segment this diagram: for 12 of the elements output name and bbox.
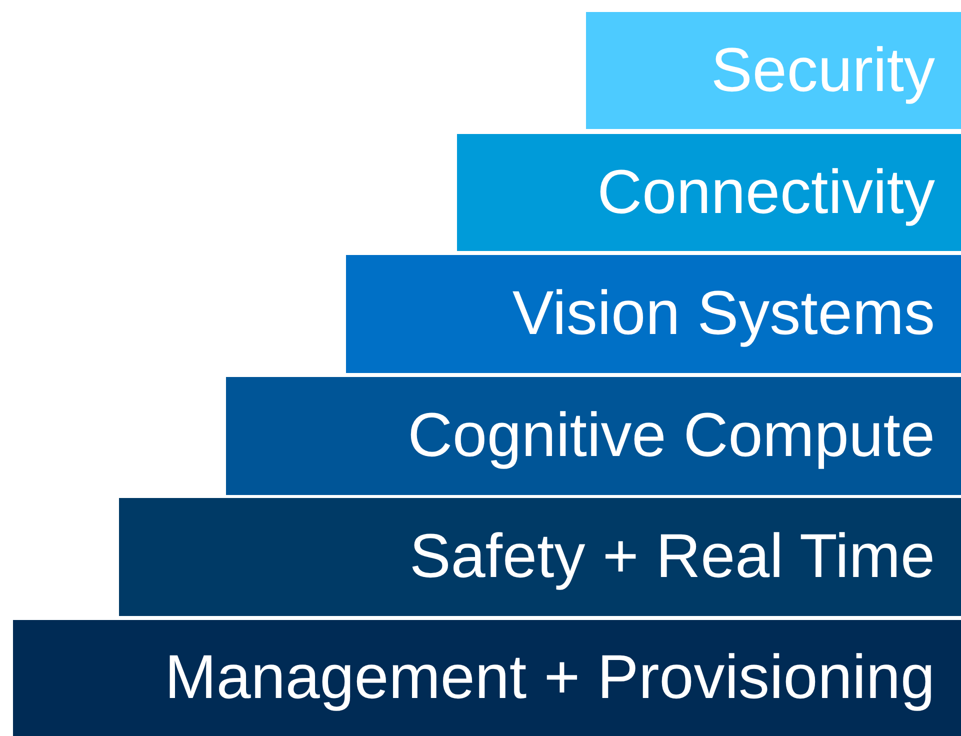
- bar-label: Management + Provisioning: [164, 647, 935, 709]
- step-bar: [457, 134, 961, 251]
- step-bar: [119, 498, 961, 616]
- step-bar: [586, 12, 961, 129]
- bar-label: Vision Systems: [512, 283, 935, 345]
- step-bar: [346, 255, 961, 373]
- step-bar: [226, 377, 961, 495]
- bar-label: Safety + Real Time: [409, 526, 935, 588]
- step-bar: [13, 620, 961, 736]
- bar-label: Connectivity: [597, 162, 935, 224]
- bar-label: Cognitive Compute: [408, 405, 935, 467]
- bar-label: Security: [711, 40, 935, 102]
